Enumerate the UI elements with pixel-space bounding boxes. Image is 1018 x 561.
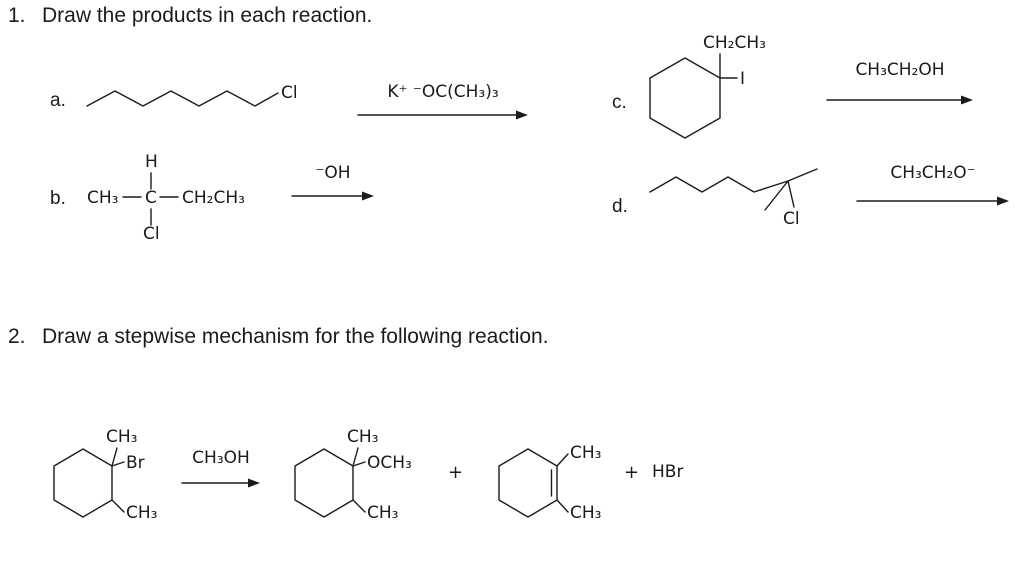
cyclohexane-ring: [53, 448, 113, 518]
methoxy-label: OCH₃: [367, 453, 412, 473]
cyclohexane-ring: [294, 448, 354, 518]
alkyl-chain: [86, 90, 279, 107]
bond-to-methyl-bottom: [111, 499, 125, 513]
question-1-prompt: Draw the products in each reaction.: [42, 4, 373, 27]
methyl-label-bottom: CH₃: [570, 503, 601, 523]
reaction-arrow-d: [856, 196, 1009, 206]
methyl-label-bottom: CH₃: [367, 503, 398, 523]
central-carbon-label: C: [145, 188, 157, 208]
bond-to-methyl-bottom: [352, 499, 366, 513]
reagent-label-b: ⁻OH: [315, 163, 351, 183]
reaction-arrow-c: [826, 95, 973, 105]
methyl-branch-up: [787, 168, 818, 182]
plus-sign-1: +: [448, 462, 464, 483]
arrow-head: [248, 478, 260, 488]
part-b-label: b.: [50, 188, 66, 209]
reaction-arrow-q2: [181, 478, 260, 488]
reagent-label-a: K⁺ ⁻OC(CH₃)₃: [387, 82, 499, 102]
part-a-label: a.: [50, 90, 66, 111]
cyclohexane-ring: [649, 57, 721, 139]
chlorine-label: Cl: [281, 83, 298, 103]
bond-to-methoxy: [352, 461, 366, 467]
methyl-label-top: CH₃: [570, 443, 601, 463]
arrow-head: [362, 191, 374, 201]
ethyl-group-label: CH₂CH₃: [703, 33, 766, 53]
arrow-head: [997, 196, 1009, 206]
bromine-label: Br: [126, 453, 145, 473]
ethyl-group-label: CH₂CH₃: [182, 188, 245, 208]
question-1-number: 1.: [8, 4, 26, 27]
arrow-head: [516, 110, 528, 120]
methyl-label-bottom: CH₃: [126, 503, 157, 523]
reagent-label-q2: CH₃OH: [192, 448, 250, 468]
chlorine-label: Cl: [143, 224, 160, 244]
arrow-head: [961, 95, 973, 105]
tertiary-chloride-structure-d: Cl: [649, 168, 818, 229]
bond-to-methyl-top: [111, 447, 118, 467]
hbr-label: HBr: [652, 462, 684, 482]
cyclohexane-structure-c: CH₂CH₃ I: [649, 33, 766, 139]
methyl-label-top: CH₃: [106, 427, 137, 447]
reagent-label-d: CH₃CH₂O⁻: [890, 163, 976, 183]
question-2-number: 2.: [8, 325, 26, 348]
bond-to-chlorine: [787, 180, 795, 208]
plus-sign-2: +: [624, 462, 640, 483]
bond-to-methyl-bottom: [556, 499, 569, 513]
reaction-arrow-b: [291, 191, 374, 201]
methyl-branch-down: [764, 180, 789, 211]
hydrogen-label: H: [145, 152, 158, 172]
bond-to-methyl-top: [556, 453, 569, 467]
alkyl-chain: [649, 176, 789, 193]
bond-to-bromine: [111, 461, 125, 467]
part-d-label: d.: [612, 196, 628, 217]
part-c-label: c.: [612, 92, 627, 113]
alkene-product-structure: CH₃ CH₃: [498, 443, 601, 523]
reagent-label-c: CH₃CH₂OH: [855, 60, 945, 80]
ether-product-structure: CH₃ OCH₃ CH₃: [294, 427, 412, 523]
question-2-prompt: Draw a stepwise mechanism for the follow…: [42, 325, 549, 348]
reaction-arrow-a: [357, 110, 528, 120]
bond-to-methyl-top: [352, 447, 359, 467]
reactant-structure: CH₃ Br CH₃: [53, 427, 157, 523]
methyl-group-label: CH₃: [87, 188, 118, 208]
iodine-label: I: [740, 69, 745, 89]
methyl-label-top: CH₃: [347, 427, 378, 447]
alkyl-chloride-structure-a: Cl: [86, 83, 298, 107]
haloalkane-structure-b: CH₃ C CH₂CH₃ H Cl: [87, 152, 245, 244]
cyclohexene-ring: [498, 448, 558, 518]
chlorine-label: Cl: [783, 209, 800, 229]
